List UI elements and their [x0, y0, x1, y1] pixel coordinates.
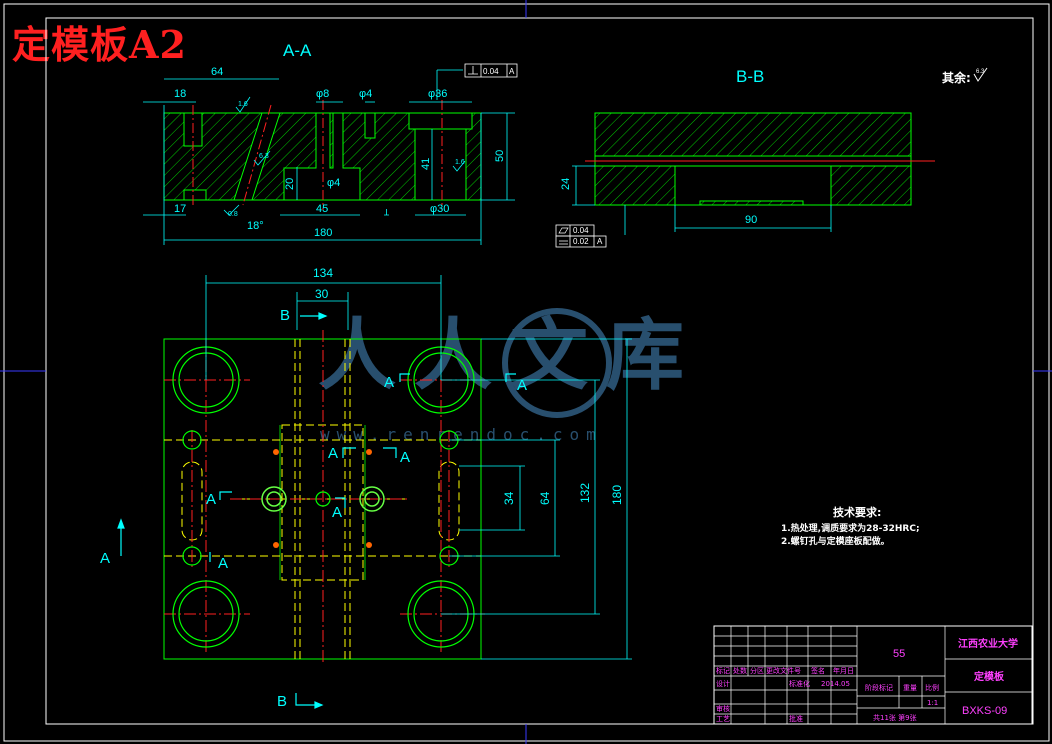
small-screw-holes [273, 449, 372, 548]
tolerance-flatness-parallel: 0.04 0.02 A [555, 224, 607, 248]
section-mark-a-4: A [400, 449, 410, 466]
dim-phi30: φ30 [430, 203, 449, 215]
bore-phi36 [408, 112, 473, 130]
tb-design: 设计 [716, 679, 730, 688]
watermark-logo [502, 308, 612, 418]
tb-change-doc: 更改文件号 [766, 666, 801, 675]
dim-30: 30 [315, 287, 329, 301]
section-mark-a-6: A [332, 504, 342, 521]
dim-20: 20 [284, 178, 296, 190]
runner-cut [283, 112, 361, 201]
roughness-1: 1.6 [238, 101, 248, 108]
tb-stage: 阶段标记 [865, 683, 893, 692]
tb-date: 2014.05 [821, 680, 850, 688]
dim-45: 45 [316, 203, 328, 215]
svg-text:A: A [509, 67, 515, 76]
guide-hole-bl [172, 580, 240, 648]
roughness-2: 0.8 [228, 211, 238, 218]
dim-24: 24 [560, 178, 572, 190]
section-aa-label: A-A [283, 41, 312, 60]
watermark-url: www.renrendoc.com [320, 425, 603, 444]
section-mark-a-3: A [328, 445, 338, 462]
dim-phi36: φ36 [428, 88, 447, 100]
angled-pin-holes [261, 486, 385, 512]
dim-34: 34 [502, 491, 516, 505]
tb-ymd: 年月日 [833, 666, 854, 675]
dim-180v: 180 [610, 485, 624, 505]
dim-phi4a: φ4 [359, 88, 372, 100]
tb-drawing-no: BXKS-09 [962, 705, 1007, 717]
section-mark-b-bottom: B [277, 693, 287, 710]
bb-cavity [674, 165, 832, 206]
tb-standard: 标准化 [789, 679, 810, 688]
plan-view: 134 30 34 64 132 180 B B A A A A A A A A [100, 266, 632, 710]
tb-weight: 重量 [903, 684, 917, 692]
svg-text:0.02: 0.02 [573, 237, 589, 246]
technical-notes: 技术要求: 1.热处理,调质要求为28-32HRC; 2.螺钉孔与定模座板配做。 [781, 505, 920, 547]
dim-64v: 64 [538, 491, 552, 505]
tb-part-name: 定模板 [974, 670, 1005, 683]
bore-phi30 [414, 128, 467, 201]
section-mark-a-1: A [384, 374, 394, 391]
notes-line2: 2.螺钉孔与定模座板配做。 [781, 535, 890, 547]
dim-18: 18 [174, 88, 186, 100]
tb-process: 工艺 [716, 715, 730, 723]
tb-count: 处数 [733, 666, 747, 675]
dim-50: 50 [494, 150, 506, 162]
dim-64: 64 [211, 66, 223, 78]
surface-note: 其余: [942, 70, 971, 85]
notes-heading: 技术要求: [833, 505, 881, 519]
roughness-5: 6.3 [976, 69, 985, 75]
tb-sheets: 共11张 第9张 [873, 713, 917, 722]
tb-ratio: 比例 [925, 683, 939, 692]
section-aa: A-A [143, 41, 518, 245]
dim-18deg: 18° [247, 220, 264, 232]
roughness-symbols [223, 96, 466, 216]
section-mark-a-7: A [218, 555, 228, 572]
drawing-title: 定模板A2 [12, 22, 187, 67]
tb-university: 江西农业大学 [958, 637, 1018, 650]
tb-check: 审核 [716, 704, 730, 713]
watermark: 人人文库 www.renrendoc.com [318, 308, 702, 444]
dim-41: 41 [420, 158, 432, 170]
tb-number: 55 [893, 648, 905, 660]
angled-pin-hole [233, 112, 281, 201]
title-block: 标记 处数 分区 更改文件号 签名 年月日 设计 标准化 2014.05 审核 … [713, 625, 1033, 725]
roughness-3: 6.3 [259, 153, 269, 160]
notes-line1: 1.热处理,调质要求为28-32HRC; [781, 522, 920, 534]
dim-180: 180 [314, 227, 332, 239]
svg-text:0.04: 0.04 [483, 67, 499, 76]
roughness-4: 1.6 [455, 159, 465, 166]
tb-scale: 1:1 [927, 699, 938, 707]
tb-zone: 分区 [750, 666, 764, 675]
dim-phi4b: φ4 [327, 177, 340, 189]
section-mark-b-top: B [280, 307, 290, 324]
svg-text:A: A [597, 237, 603, 246]
section-mark-a-2: A [517, 377, 527, 394]
svg-text:0.04: 0.04 [573, 226, 589, 235]
dim-132: 132 [578, 483, 592, 503]
dim-phi8: φ8 [316, 88, 329, 100]
dim-17: 17 [174, 203, 186, 215]
dim-134: 134 [313, 266, 333, 280]
section-mark-a-5: A [206, 491, 216, 508]
section-bb-label: B-B [736, 67, 764, 86]
tb-approve: 批准 [789, 714, 803, 723]
tolerance-perpendicularity: 0.04 A [464, 63, 518, 78]
tb-mark: 标记 [716, 666, 730, 675]
dim-90: 90 [745, 214, 757, 226]
section-bb: B-B 24 90 0.04 0.02 A 其余: [555, 67, 988, 248]
surface-note-symbol [973, 67, 988, 82]
watermark-text: 人人文库 [318, 310, 702, 401]
tb-sign: 签名 [811, 666, 825, 675]
section-mark-a-left: A [100, 550, 110, 567]
